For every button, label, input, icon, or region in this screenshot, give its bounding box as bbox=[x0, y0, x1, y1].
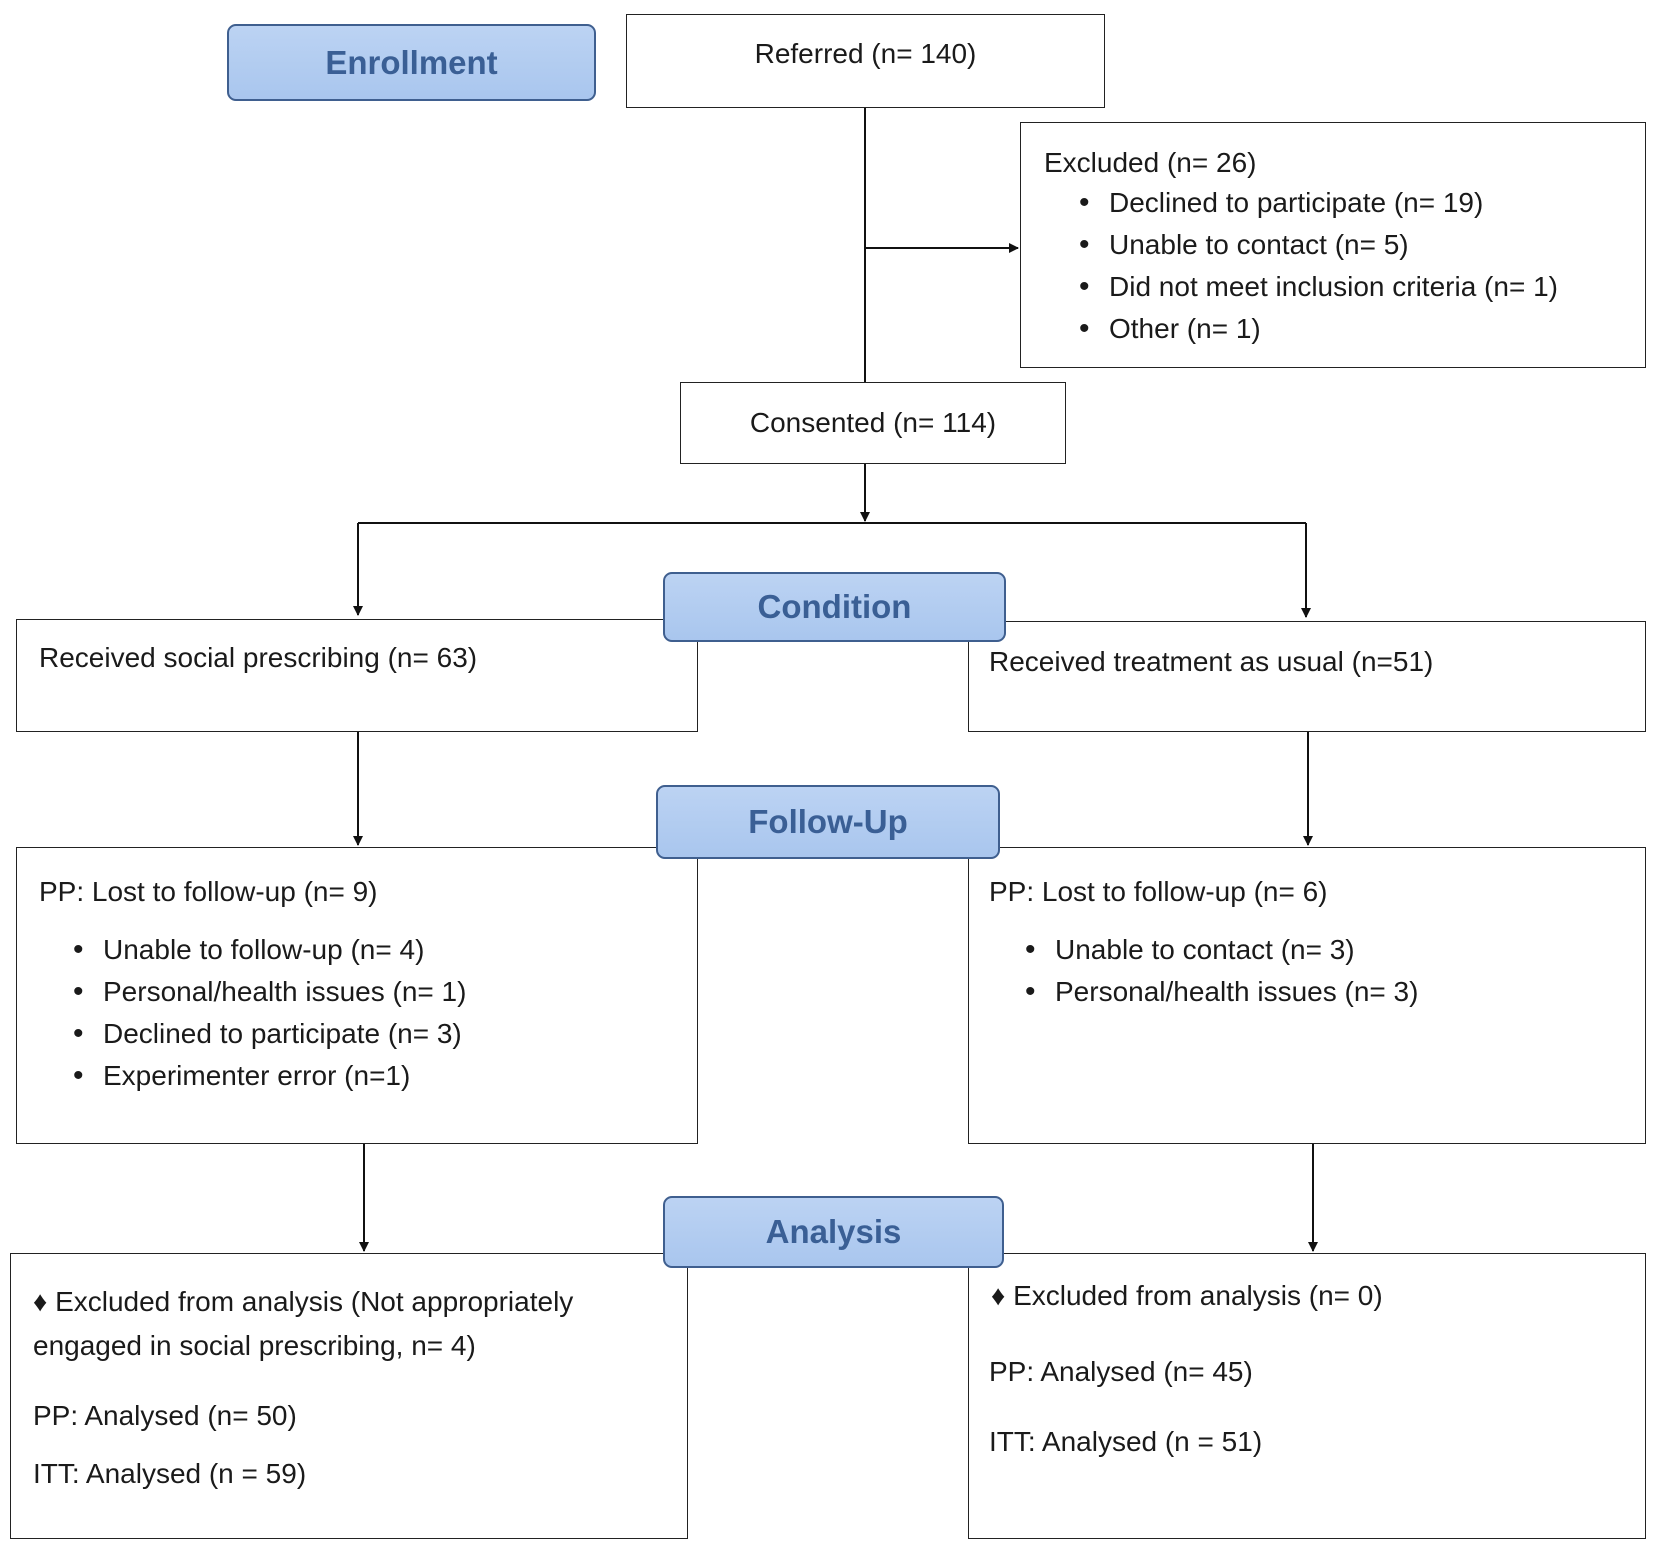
right-excluded-analysis: ♦ Excluded from analysis (n= 0) bbox=[991, 1280, 1383, 1311]
list-item: Unable to contact (n= 5) bbox=[1075, 228, 1635, 271]
stage-enrollment: Enrollment bbox=[227, 24, 596, 101]
left-arm-received-box: Received social prescribing (n= 63) bbox=[16, 619, 698, 732]
left-pp-analysed: PP: Analysed (n= 50) bbox=[33, 1400, 297, 1431]
right-analysis-box: ♦ Excluded from analysis (n= 0) PP: Anal… bbox=[968, 1253, 1646, 1539]
list-item: Other (n= 1) bbox=[1075, 312, 1635, 355]
left-analysis-box: ♦ Excluded from analysis (Not appropriat… bbox=[10, 1253, 688, 1539]
list-item: Personal/health issues (n= 1) bbox=[69, 975, 689, 1018]
referred-label: Referred (n= 140) bbox=[754, 37, 977, 69]
excluded-list: Declined to participate (n= 19) Unable t… bbox=[1075, 186, 1635, 355]
left-itt-analysed: ITT: Analysed (n = 59) bbox=[33, 1458, 307, 1489]
stage-condition: Condition bbox=[663, 572, 1006, 642]
right-arm-received-box: Received treatment as usual (n=51) bbox=[968, 621, 1646, 732]
left-followup-box: PP: Lost to follow-up (n= 9) Unable to f… bbox=[16, 847, 698, 1144]
list-item: Unable to contact (n= 3) bbox=[1021, 933, 1621, 976]
list-item: Experimenter error (n=1) bbox=[69, 1059, 689, 1102]
stage-followup: Follow-Up bbox=[656, 785, 1000, 859]
right-lost-list: Unable to contact (n= 3) Personal/health… bbox=[1021, 933, 1621, 1018]
referred-box: Referred (n= 140) bbox=[626, 14, 1105, 108]
excluded-title: Excluded (n= 26) bbox=[1044, 147, 1257, 178]
left-lost-list: Unable to follow-up (n= 4) Personal/heal… bbox=[69, 933, 689, 1102]
stage-analysis: Analysis bbox=[663, 1196, 1004, 1268]
list-item: Personal/health issues (n= 3) bbox=[1021, 975, 1621, 1018]
list-item: Unable to follow-up (n= 4) bbox=[69, 933, 689, 976]
list-item: Declined to participate (n= 3) bbox=[69, 1017, 689, 1060]
right-lost-title: PP: Lost to follow-up (n= 6) bbox=[989, 876, 1328, 907]
consented-box: Consented (n= 114) bbox=[680, 382, 1066, 464]
consented-label: Consented (n= 114) bbox=[749, 406, 997, 438]
excluded-box: Excluded (n= 26) Declined to participate… bbox=[1020, 122, 1646, 368]
left-lost-title: PP: Lost to follow-up (n= 9) bbox=[39, 876, 378, 907]
list-item: Did not meet inclusion criteria (n= 1) bbox=[1075, 270, 1635, 313]
left-received-label: Received social prescribing (n= 63) bbox=[39, 642, 478, 673]
right-followup-box: PP: Lost to follow-up (n= 6) Unable to c… bbox=[968, 847, 1646, 1144]
left-excluded-analysis: ♦ Excluded from analysis (Not appropriat… bbox=[33, 1286, 574, 1361]
right-itt-analysed: ITT: Analysed (n = 51) bbox=[989, 1426, 1263, 1457]
right-received-label: Received treatment as usual (n=51) bbox=[989, 646, 1434, 677]
list-item: Declined to participate (n= 19) bbox=[1075, 186, 1635, 229]
right-pp-analysed: PP: Analysed (n= 45) bbox=[989, 1356, 1253, 1387]
